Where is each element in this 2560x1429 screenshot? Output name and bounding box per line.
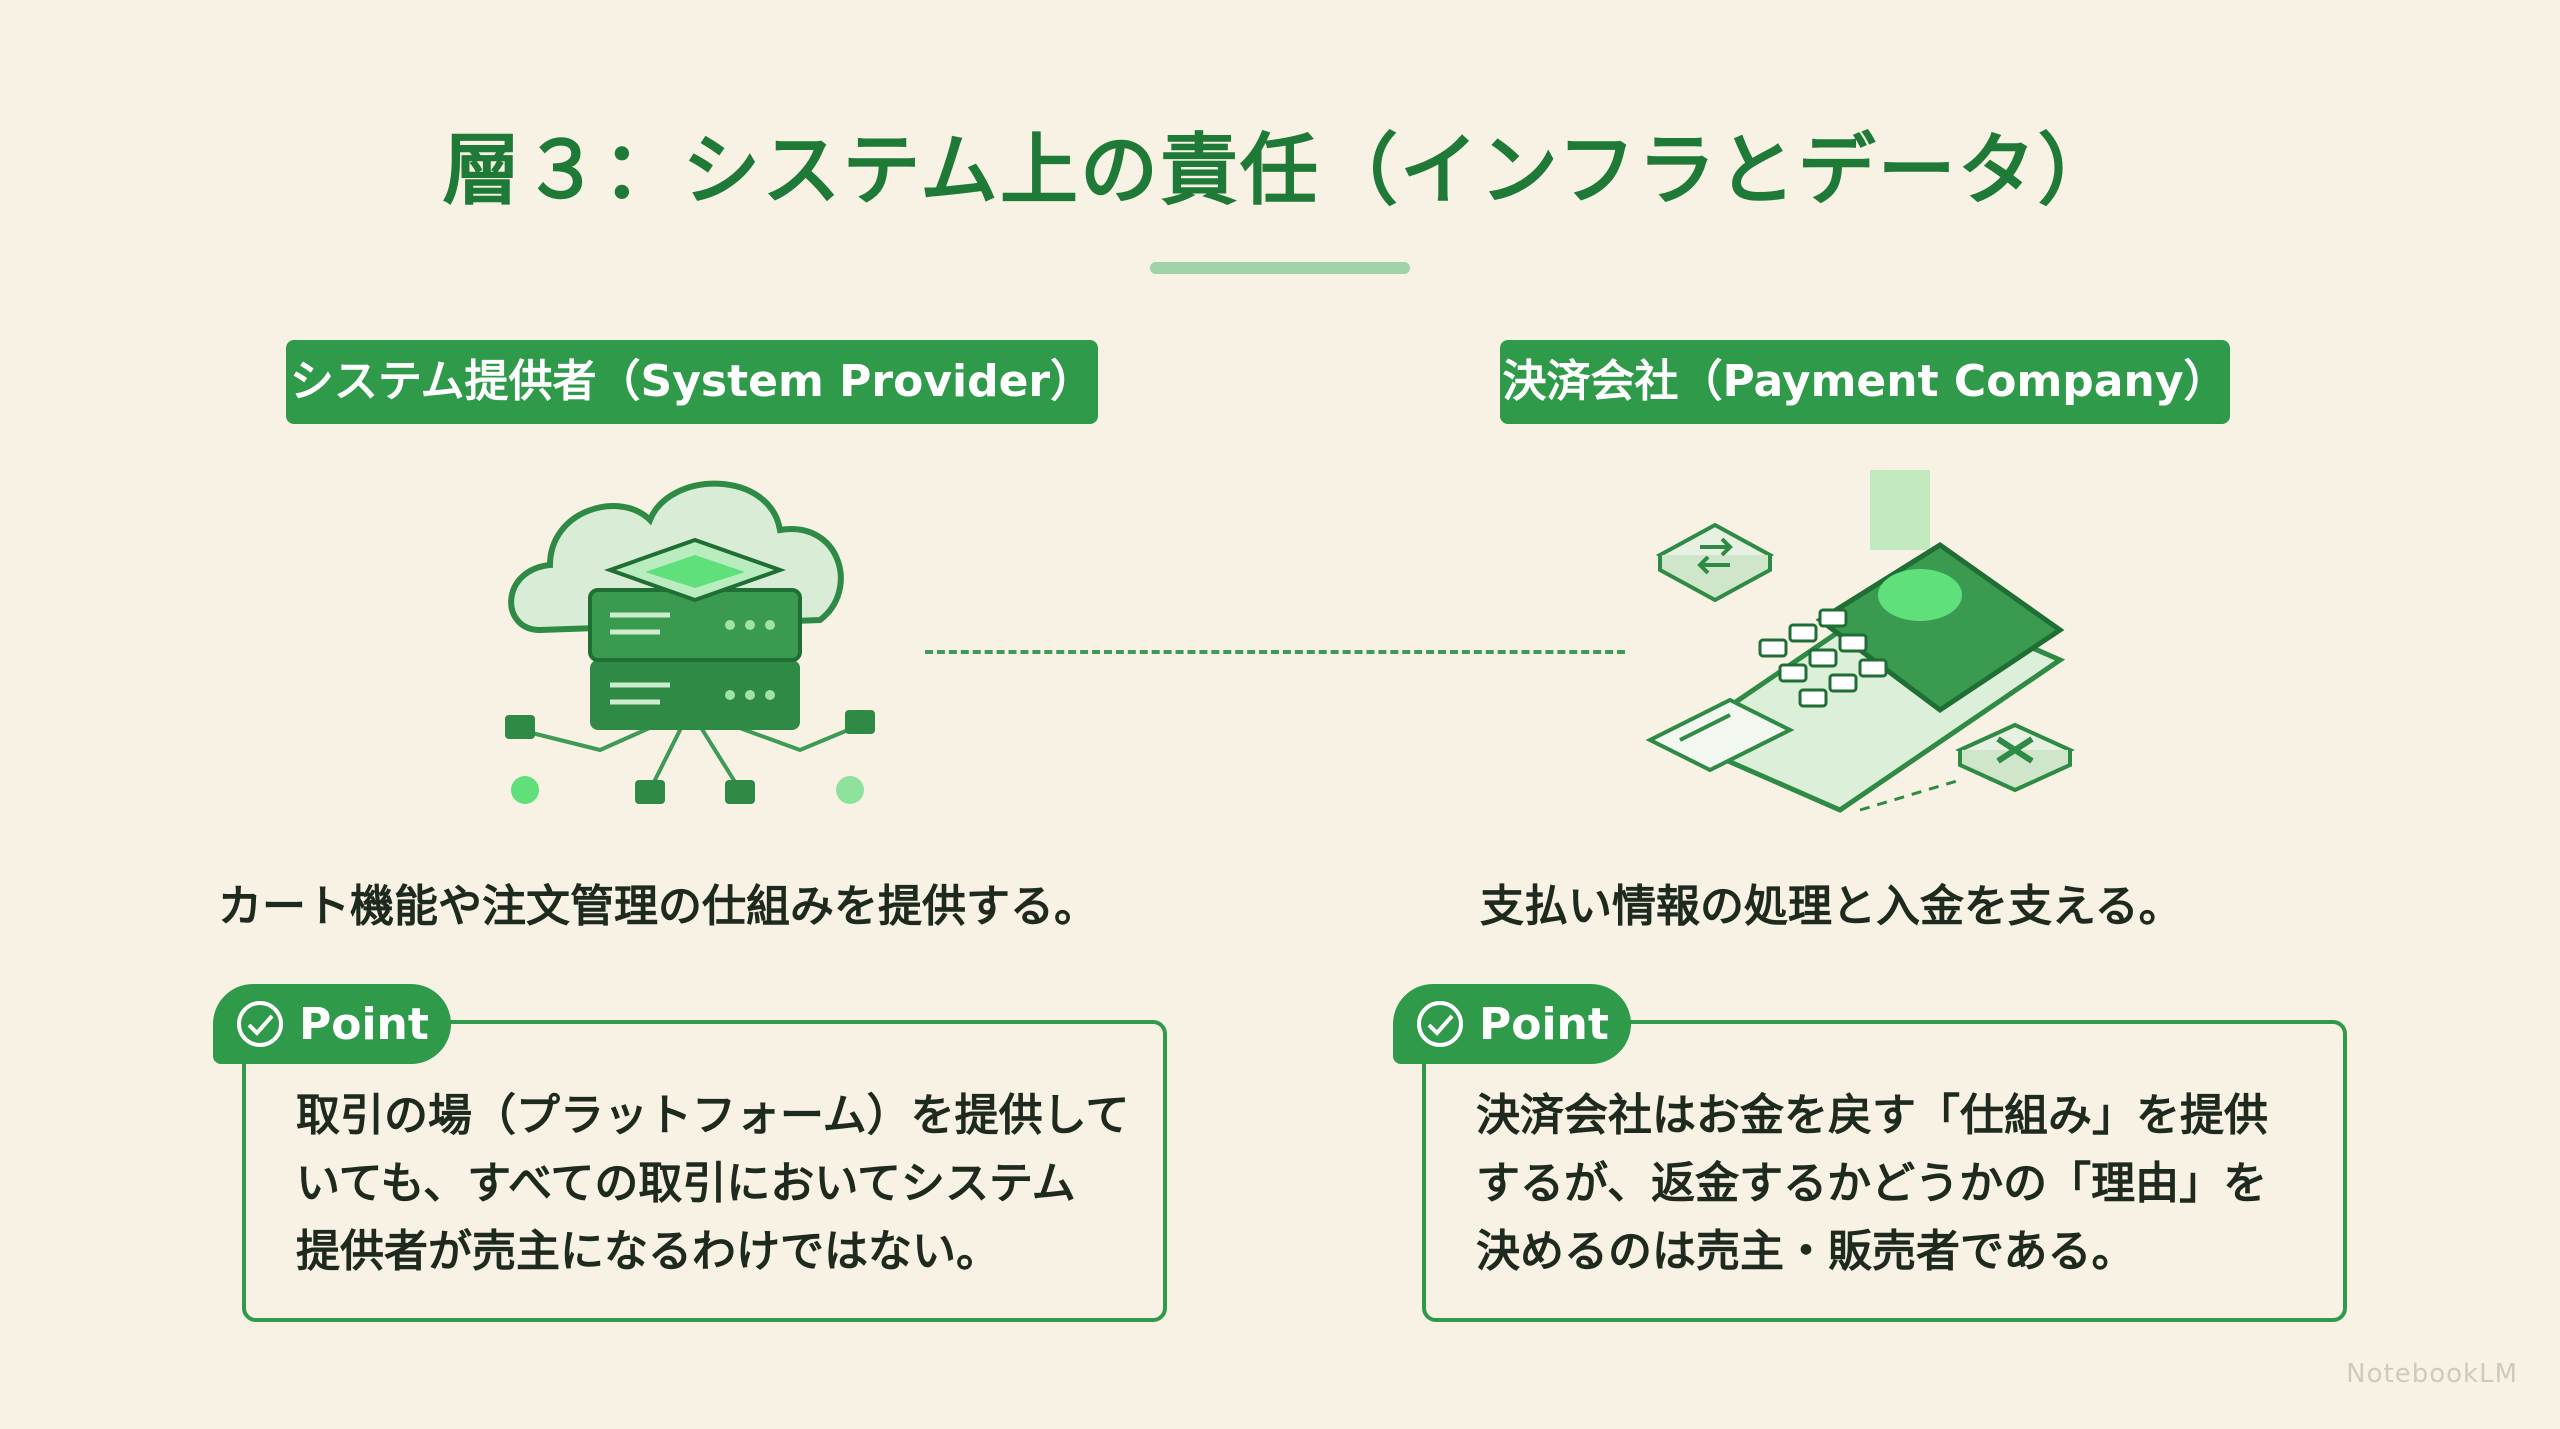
point-line: 取引の場（プラットフォーム）を提供して [296, 1090, 1130, 1141]
system-provider-tag: システム提供者（System Provider） [286, 340, 1098, 424]
payment-terminal-icon [1640, 460, 2100, 840]
payment-company-tag: 決済会社（Payment Company） [1500, 340, 2230, 424]
point-line: 提供者が売主になるわけではない。 [296, 1226, 1000, 1277]
point-badge-left: Point [213, 984, 451, 1064]
point-line: 決済会社はお金を戻す「仕組み」を提供 [1476, 1090, 2268, 1141]
point-box-left: 取引の場（プラットフォーム）を提供して いても、すべての取引においてシステム 提… [242, 1020, 1167, 1322]
page-title: 層３：システム上の責任（インフラとデータ） [442, 126, 2118, 216]
point-badge-right: Point [1393, 984, 1631, 1064]
payment-company-description: 支払い情報の処理と入金を支える。 [1480, 881, 2183, 932]
point-text-right: 決済会社はお金を戻す「仕組み」を提供 するが、返金するかどうかの「理由」を 決め… [1476, 1082, 2313, 1286]
point-label: Point [299, 998, 429, 1050]
system-provider-description: カート機能や注文管理の仕組みを提供する。 [218, 881, 1098, 932]
cloud-server-icon [480, 460, 900, 840]
title-underline [1150, 262, 1410, 274]
point-line: いても、すべての取引においてシステム [296, 1158, 1076, 1209]
point-line: するが、返金するかどうかの「理由」を [1476, 1158, 2268, 1209]
check-circle-icon [237, 1001, 283, 1047]
dashed-connector [925, 650, 1625, 654]
point-line: 決めるのは売主・販売者である。 [1476, 1226, 2136, 1277]
point-label: Point [1479, 998, 1609, 1050]
check-circle-icon [1417, 1001, 1463, 1047]
watermark: NotebookLM [2346, 1359, 2518, 1389]
point-text-left: 取引の場（プラットフォーム）を提供して いても、すべての取引においてシステム 提… [296, 1082, 1133, 1286]
point-box-right: 決済会社はお金を戻す「仕組み」を提供 するが、返金するかどうかの「理由」を 決め… [1422, 1020, 2347, 1322]
